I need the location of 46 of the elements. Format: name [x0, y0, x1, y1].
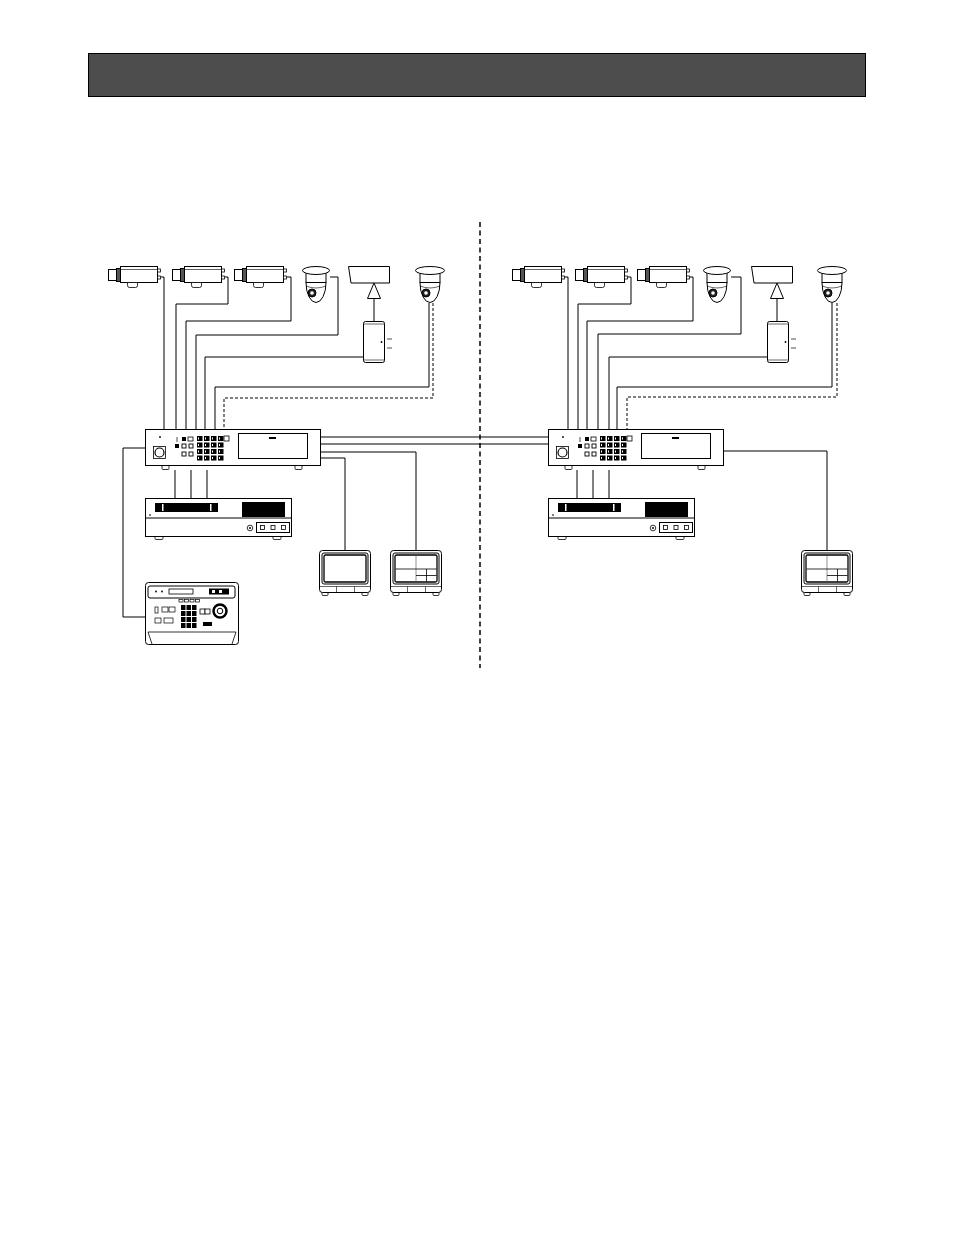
video-recorder — [548, 429, 724, 470]
cable-line — [175, 276, 229, 430]
cable-line — [576, 469, 578, 499]
cable-line — [122, 447, 146, 618]
cable-line — [190, 469, 192, 499]
dome-camera — [302, 266, 330, 303]
receiver-unit — [363, 321, 393, 363]
cable-line — [597, 276, 742, 430]
cable-line — [608, 356, 768, 430]
cable-line — [320, 457, 346, 551]
box-camera — [172, 266, 225, 288]
tape-recorder — [548, 498, 695, 540]
cable-line — [723, 450, 828, 551]
video-recorder — [145, 429, 321, 470]
cable-line — [564, 276, 569, 430]
dome-camera — [817, 266, 847, 303]
system-controller — [145, 582, 239, 645]
cable-line — [185, 276, 292, 430]
cable-line — [320, 443, 549, 445]
dome-camera — [415, 266, 445, 303]
receiver-unit — [767, 321, 797, 363]
housing-on-mount — [751, 266, 793, 299]
monitor — [319, 550, 371, 596]
cable-line — [320, 451, 417, 551]
box-camera — [637, 266, 690, 288]
cable-line — [608, 469, 610, 499]
cable-line — [776, 298, 778, 322]
cable-line — [320, 436, 549, 438]
housing-on-mount — [348, 266, 390, 299]
cable-line — [373, 298, 375, 322]
cable-line — [204, 356, 364, 430]
tape-recorder — [145, 498, 292, 540]
cable-line — [160, 276, 165, 430]
cable-line — [586, 276, 694, 430]
dome-camera — [703, 266, 731, 303]
box-camera — [234, 266, 287, 288]
cable-line — [592, 469, 594, 499]
split-screen-monitor — [390, 550, 442, 596]
cable-line — [577, 276, 632, 430]
cable-line — [174, 469, 176, 499]
cable-line — [206, 469, 208, 499]
split-screen-monitor — [801, 550, 853, 596]
box-camera — [108, 266, 161, 288]
box-camera — [512, 266, 565, 288]
box-camera — [575, 266, 628, 288]
cable-line — [195, 276, 339, 430]
